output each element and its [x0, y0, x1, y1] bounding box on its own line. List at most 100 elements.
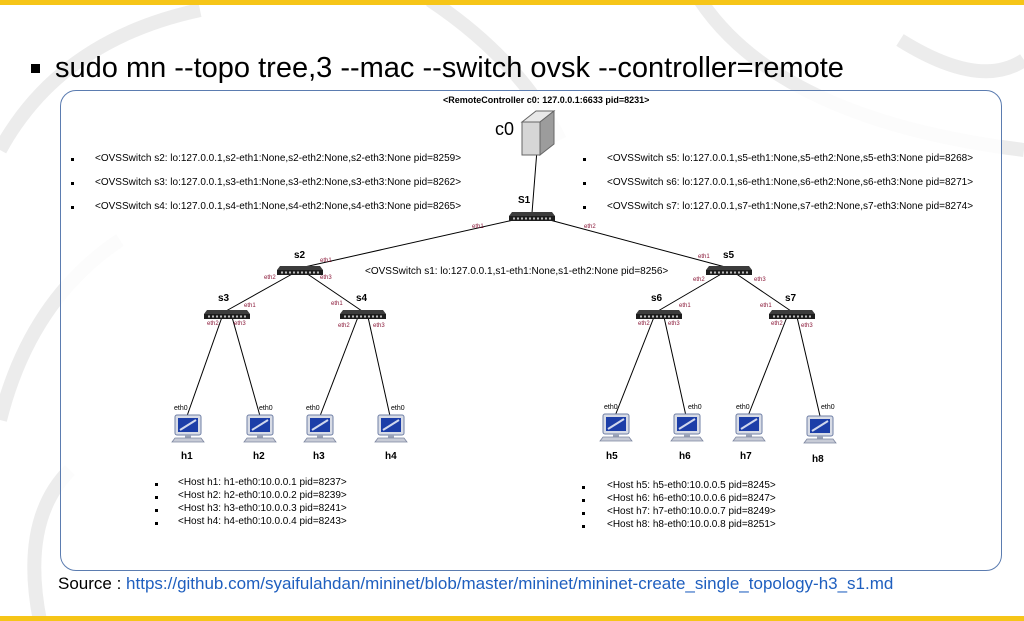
port-label: eth0 [259, 405, 273, 412]
switch-info-s5: <OVSSwitch s5: lo:127.0.0.1,s5-eth1:None… [607, 153, 974, 164]
host-h4-icon [374, 414, 408, 443]
host-h6-icon [670, 413, 704, 442]
switch-s7-label: s7 [785, 293, 797, 304]
port-label: eth1 [472, 224, 484, 230]
switch-info-s6: <OVSSwitch s6: lo:127.0.0.1,s6-eth1:None… [607, 177, 974, 188]
host-h5-label: h5 [606, 451, 618, 462]
list-bullet [582, 525, 585, 528]
list-bullet [155, 483, 158, 486]
host-h7-icon [732, 413, 766, 442]
topology-panel [60, 90, 1002, 571]
host-h3-label: h3 [313, 451, 325, 462]
port-label: eth1 [679, 303, 691, 309]
port-label: eth1 [244, 303, 256, 309]
port-label: eth2 [693, 277, 705, 283]
list-bullet [155, 509, 158, 512]
port-label: eth1 [320, 258, 332, 264]
port-label: eth1 [331, 301, 343, 307]
host-h6-label: h6 [679, 451, 691, 462]
host-h7-label: h7 [740, 451, 752, 462]
host-info-h7: <Host h7: h7-eth0:10.0.0.7 pid=8249> [607, 506, 776, 517]
list-bullet [583, 206, 586, 209]
host-info-h3: <Host h3: h3-eth0:10.0.0.3 pid=8241> [178, 503, 347, 514]
port-label: eth2 [638, 321, 650, 327]
list-bullet [155, 522, 158, 525]
source-link[interactable]: https://github.com/syaifulahdan/mininet/… [126, 574, 894, 593]
controller-label: c0 [495, 119, 514, 139]
switch-info-s3: <OVSSwitch s3: lo:127.0.0.1,s3-eth1:None… [95, 177, 462, 188]
host-h1-icon [171, 414, 205, 443]
switch-s1-icon [509, 212, 555, 221]
list-bullet [155, 496, 158, 499]
list-bullet [71, 158, 74, 161]
bottom-accent-bar [0, 616, 1024, 621]
switch-s5-icon [706, 266, 752, 275]
list-bullet [71, 182, 74, 185]
title-bullet [31, 64, 40, 73]
port-label: eth3 [801, 323, 813, 329]
port-label: eth3 [234, 321, 246, 327]
switch-s2-label: s2 [294, 250, 306, 261]
port-label: eth0 [688, 404, 702, 411]
switch-s6-label: s6 [651, 293, 663, 304]
port-label: eth0 [821, 404, 835, 411]
host-info-h6: <Host h6: h6-eth0:10.0.0.6 pid=8247> [607, 493, 776, 504]
top-accent-bar [0, 0, 1024, 5]
switch-s2-icon [277, 266, 323, 275]
port-label: eth0 [174, 405, 188, 412]
host-info-h1: <Host h1: h1-eth0:10.0.0.1 pid=8237> [178, 477, 347, 488]
port-label: eth3 [754, 277, 766, 283]
port-label: eth3 [668, 321, 680, 327]
port-label: eth2 [584, 224, 596, 230]
port-label: eth0 [736, 404, 750, 411]
port-label: eth2 [771, 321, 783, 327]
host-info-h8: <Host h8: h8-eth0:10.0.0.8 pid=8251> [607, 519, 776, 530]
switch-s3-icon [204, 310, 250, 319]
list-bullet [582, 499, 585, 502]
switch-s1-label: S1 [518, 195, 531, 206]
switch-info-s2: <OVSSwitch s2: lo:127.0.0.1,s2-eth1:None… [95, 153, 462, 164]
host-info-h2: <Host h2: h2-eth0:10.0.0.2 pid=8239> [178, 490, 347, 501]
switch-s6-icon [636, 310, 682, 319]
port-label: eth3 [373, 323, 385, 329]
list-bullet [582, 512, 585, 515]
port-label: eth2 [264, 275, 276, 281]
controller-server-icon [520, 109, 556, 157]
port-label: eth2 [207, 321, 219, 327]
list-bullet [583, 182, 586, 185]
host-h1-label: h1 [181, 451, 193, 462]
port-label: eth1 [698, 254, 710, 260]
host-h2-label: h2 [253, 451, 265, 462]
links [186, 149, 821, 417]
source-line: Source : https://github.com/syaifulahdan… [58, 574, 893, 594]
port-label: eth1 [760, 303, 772, 309]
host-h8-label: h8 [812, 454, 824, 465]
port-label: eth2 [338, 323, 350, 329]
port-label: eth0 [306, 405, 320, 412]
host-info-h5: <Host h5: h5-eth0:10.0.0.5 pid=8245> [607, 480, 776, 491]
host-h5-icon [599, 413, 633, 442]
switch-s5-label: s5 [723, 250, 735, 261]
port-label: eth0 [391, 405, 405, 412]
port-label: eth3 [320, 275, 332, 281]
switch-s4-icon [340, 310, 386, 319]
list-bullet [71, 206, 74, 209]
port-label: eth0 [604, 404, 618, 411]
switch-info-s1: <OVSSwitch s1: lo:127.0.0.1,s1-eth1:None… [365, 266, 669, 277]
list-bullet [583, 158, 586, 161]
switch-info-s7: <OVSSwitch s7: lo:127.0.0.1,s7-eth1:None… [607, 201, 974, 212]
switch-info-s4: <OVSSwitch s4: lo:127.0.0.1,s4-eth1:None… [95, 201, 462, 212]
host-h4-label: h4 [385, 451, 397, 462]
host-h3-icon [303, 414, 337, 443]
controller-info: <RemoteController c0: 127.0.0.1:6633 pid… [443, 95, 650, 105]
host-h8-icon [803, 415, 837, 444]
host-h2-icon [243, 414, 277, 443]
switch-s4-label: s4 [356, 293, 368, 304]
host-info-h4: <Host h4: h4-eth0:10.0.0.4 pid=8243> [178, 516, 347, 527]
switch-s3-label: s3 [218, 293, 230, 304]
source-label: Source : [58, 574, 127, 593]
list-bullet [582, 486, 585, 489]
switch-s7-icon [769, 310, 815, 319]
command-title: sudo mn --topo tree,3 --mac --switch ovs… [55, 52, 844, 84]
